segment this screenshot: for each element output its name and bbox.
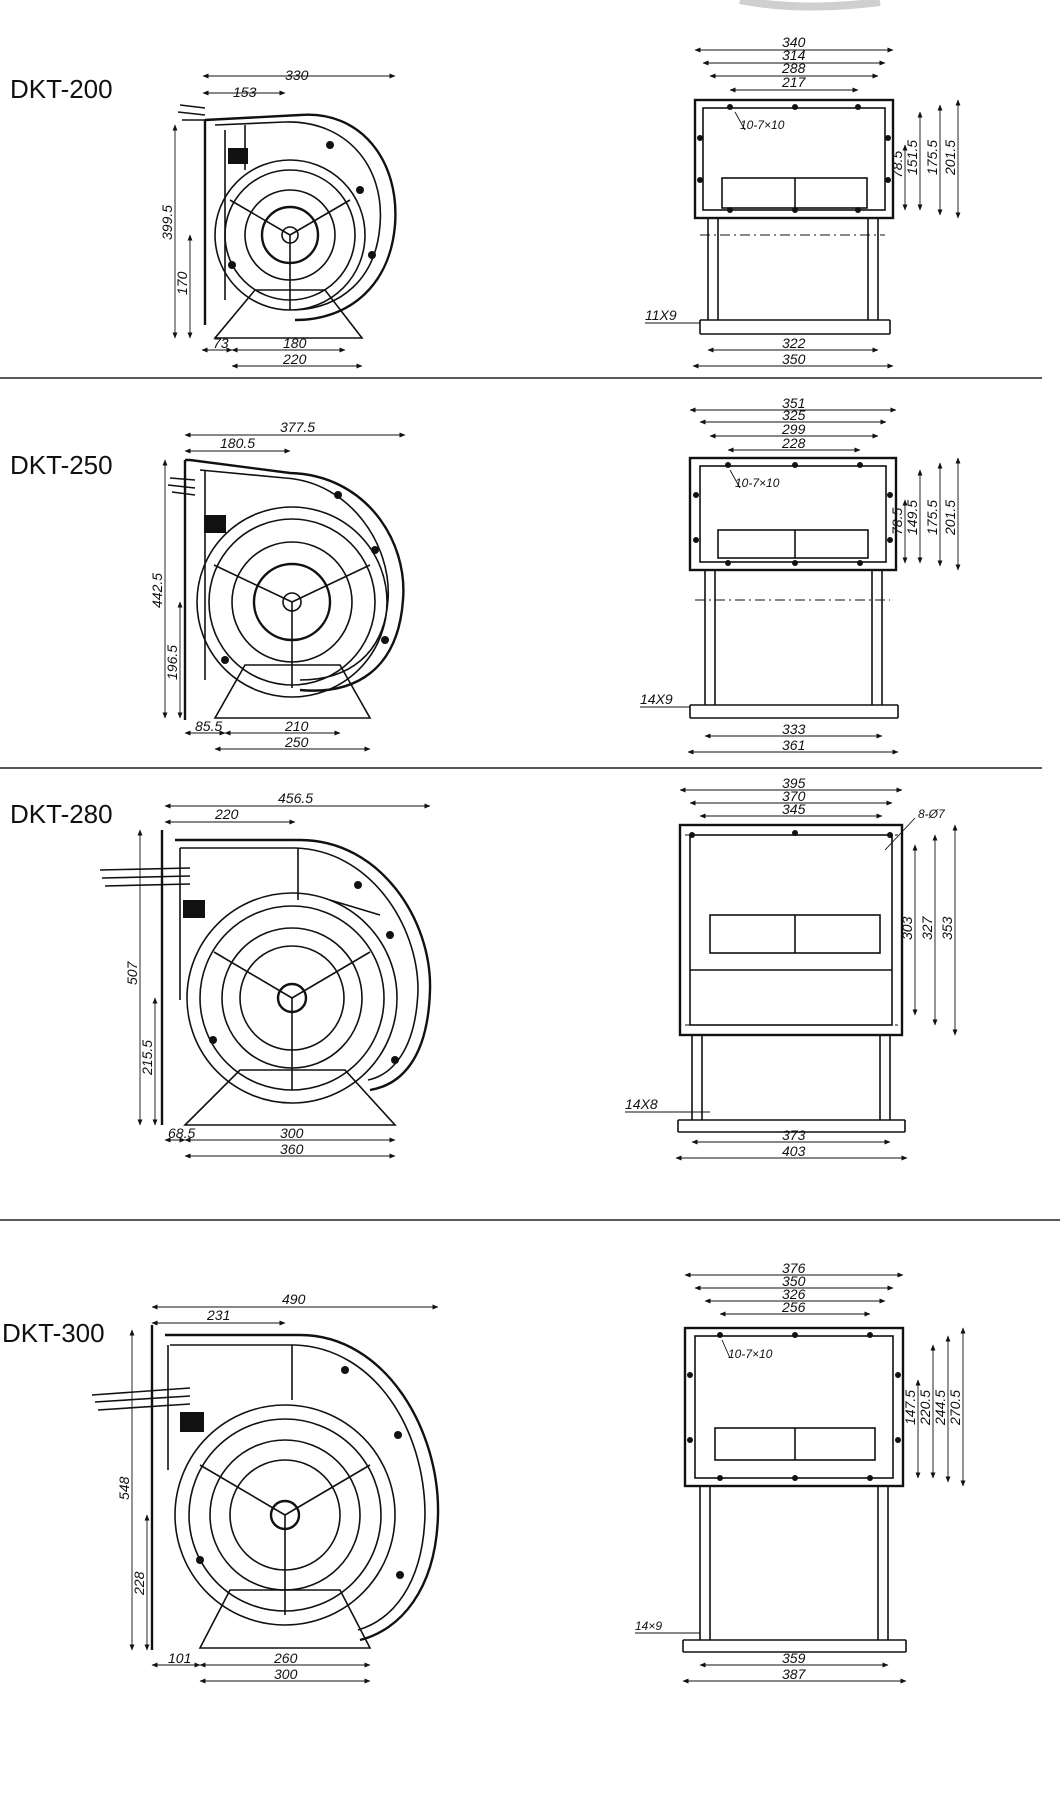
dim-right-4: 270.5 xyxy=(947,1390,963,1426)
side-view: 330 153 399.5 170 73 180 220 xyxy=(159,67,397,369)
dim-hole-spec: 8-Ø7 xyxy=(918,807,946,821)
dim-bottom-1: 333 xyxy=(782,721,806,737)
dim-offset-width: 153 xyxy=(233,84,257,100)
dim-foot-slot: 14X8 xyxy=(625,1096,658,1112)
section-dkt-200: DKT-200 330 153 xyxy=(10,34,961,369)
dim-center-height: 170 xyxy=(174,271,190,295)
dim-right-3: 175.5 xyxy=(924,500,940,535)
top-edge-artifact xyxy=(739,0,881,11)
front-view: 340 314 288 217 10-7×10 78.5 151.5 175.5… xyxy=(645,34,961,369)
dim-base-inner: 260 xyxy=(273,1650,298,1666)
dim-overall-height: 548 xyxy=(116,1476,132,1500)
dim-top-4: 256 xyxy=(781,1299,806,1315)
dim-right-4: 201.5 xyxy=(942,140,958,176)
dim-base-outer: 220 xyxy=(282,351,307,367)
dim-bottom-2: 387 xyxy=(782,1666,807,1682)
dim-right-3: 175.5 xyxy=(924,140,940,175)
dim-top-2: 350 xyxy=(782,1273,806,1289)
dim-right-2: 327 xyxy=(919,915,935,940)
dim-right-2: 220.5 xyxy=(917,1390,933,1426)
dim-overall-height: 442.5 xyxy=(149,573,165,608)
model-title: DKT-250 xyxy=(10,450,113,480)
dim-bottom-1: 373 xyxy=(782,1127,806,1143)
dim-top-3: 345 xyxy=(782,801,806,817)
side-view: 490 231 548 228 101 260 300 xyxy=(91,1291,440,1684)
dim-top-1: 351 xyxy=(782,395,805,411)
dim-base-outer: 360 xyxy=(280,1141,304,1157)
dim-hole-spec: 10-7×10 xyxy=(735,476,780,490)
dim-bottom-2: 361 xyxy=(782,737,805,753)
dim-overall-height: 399.5 xyxy=(159,205,175,240)
dim-top-1: 376 xyxy=(782,1260,806,1276)
dim-right-3: 244.5 xyxy=(932,1390,948,1426)
dim-bottom-2: 403 xyxy=(782,1143,806,1159)
dim-foot-slot: 14X9 xyxy=(640,691,673,707)
dim-offset-width: 231 xyxy=(206,1307,230,1323)
dim-left-offset: 101 xyxy=(168,1650,191,1666)
dim-right-1: 78.5 xyxy=(889,508,905,535)
dim-overall-height: 507 xyxy=(124,960,140,985)
dim-overall-width: 456.5 xyxy=(278,790,313,806)
dim-bottom-2: 350 xyxy=(782,351,806,367)
dim-center-height: 228 xyxy=(131,1571,147,1596)
dim-left-offset: 68.5 xyxy=(168,1125,195,1141)
dim-top-1: 340 xyxy=(782,34,806,50)
dim-base-outer: 300 xyxy=(274,1666,298,1682)
model-title: DKT-200 xyxy=(10,74,113,104)
dim-base-outer: 250 xyxy=(284,734,309,750)
dim-right-1: 78.5 xyxy=(889,151,905,178)
dim-right-2: 149.5 xyxy=(904,500,920,535)
side-view: 377.5 180.5 442.5 196.5 85.5 210 250 xyxy=(149,419,406,752)
dim-offset-width: 220 xyxy=(214,806,239,822)
dim-overall-width: 377.5 xyxy=(280,419,315,435)
dim-center-height: 196.5 xyxy=(164,645,180,680)
front-view: 376 350 326 256 10-7×10 147.5 220.5 244.… xyxy=(635,1260,966,1684)
dim-bottom-1: 322 xyxy=(782,335,806,351)
dim-top-3: 288 xyxy=(781,60,806,76)
section-dkt-280: DKT-280 456.5 220 507 2 xyxy=(10,775,958,1161)
dim-top-4: 217 xyxy=(781,74,807,90)
dim-right-1: 303 xyxy=(899,916,915,940)
dim-foot-slot: 14×9 xyxy=(635,1619,662,1633)
dim-offset-width: 180.5 xyxy=(220,435,255,451)
model-title: DKT-280 xyxy=(10,799,113,829)
dim-top-3: 299 xyxy=(781,421,806,437)
dim-right-1: 147.5 xyxy=(902,1390,918,1425)
dim-base-inner: 300 xyxy=(280,1125,304,1141)
section-dkt-250: DKT-250 377.5 180.5 442.5 xyxy=(10,395,961,755)
dim-top-2: 325 xyxy=(782,407,806,423)
dim-hole-spec: 10-7×10 xyxy=(728,1347,773,1361)
dim-left-offset: 85.5 xyxy=(195,718,222,734)
dim-base-inner: 180 xyxy=(283,335,307,351)
dim-base-inner: 210 xyxy=(284,718,309,734)
dim-top-3: 326 xyxy=(782,1286,806,1302)
dim-right-3: 353 xyxy=(939,916,955,940)
dim-foot-slot: 11X9 xyxy=(645,307,677,323)
dim-bottom-1: 359 xyxy=(782,1650,806,1666)
section-dkt-300: DKT-300 490 231 548 228 xyxy=(2,1260,966,1684)
dim-top-2: 370 xyxy=(782,788,806,804)
front-view: 351 325 299 228 10-7×10 78.5 149.5 175.5… xyxy=(640,395,961,755)
dim-right-4: 201.5 xyxy=(942,500,958,536)
dim-right-2: 151.5 xyxy=(904,140,920,175)
dim-top-4: 228 xyxy=(781,435,806,451)
front-view: 395 370 345 8-Ø7 303 327 353 14X8 373 40… xyxy=(625,775,958,1161)
dim-top-1: 395 xyxy=(782,775,806,791)
dim-left-offset: 73 xyxy=(213,335,229,351)
dim-overall-width: 490 xyxy=(282,1291,306,1307)
dim-top-2: 314 xyxy=(782,47,806,63)
model-title: DKT-300 xyxy=(2,1318,105,1348)
dim-hole-spec: 10-7×10 xyxy=(740,118,785,132)
dim-overall-width: 330 xyxy=(285,67,309,83)
side-view: 456.5 220 507 215.5 68.5 300 360 xyxy=(99,790,432,1159)
dim-center-height: 215.5 xyxy=(139,1040,155,1076)
